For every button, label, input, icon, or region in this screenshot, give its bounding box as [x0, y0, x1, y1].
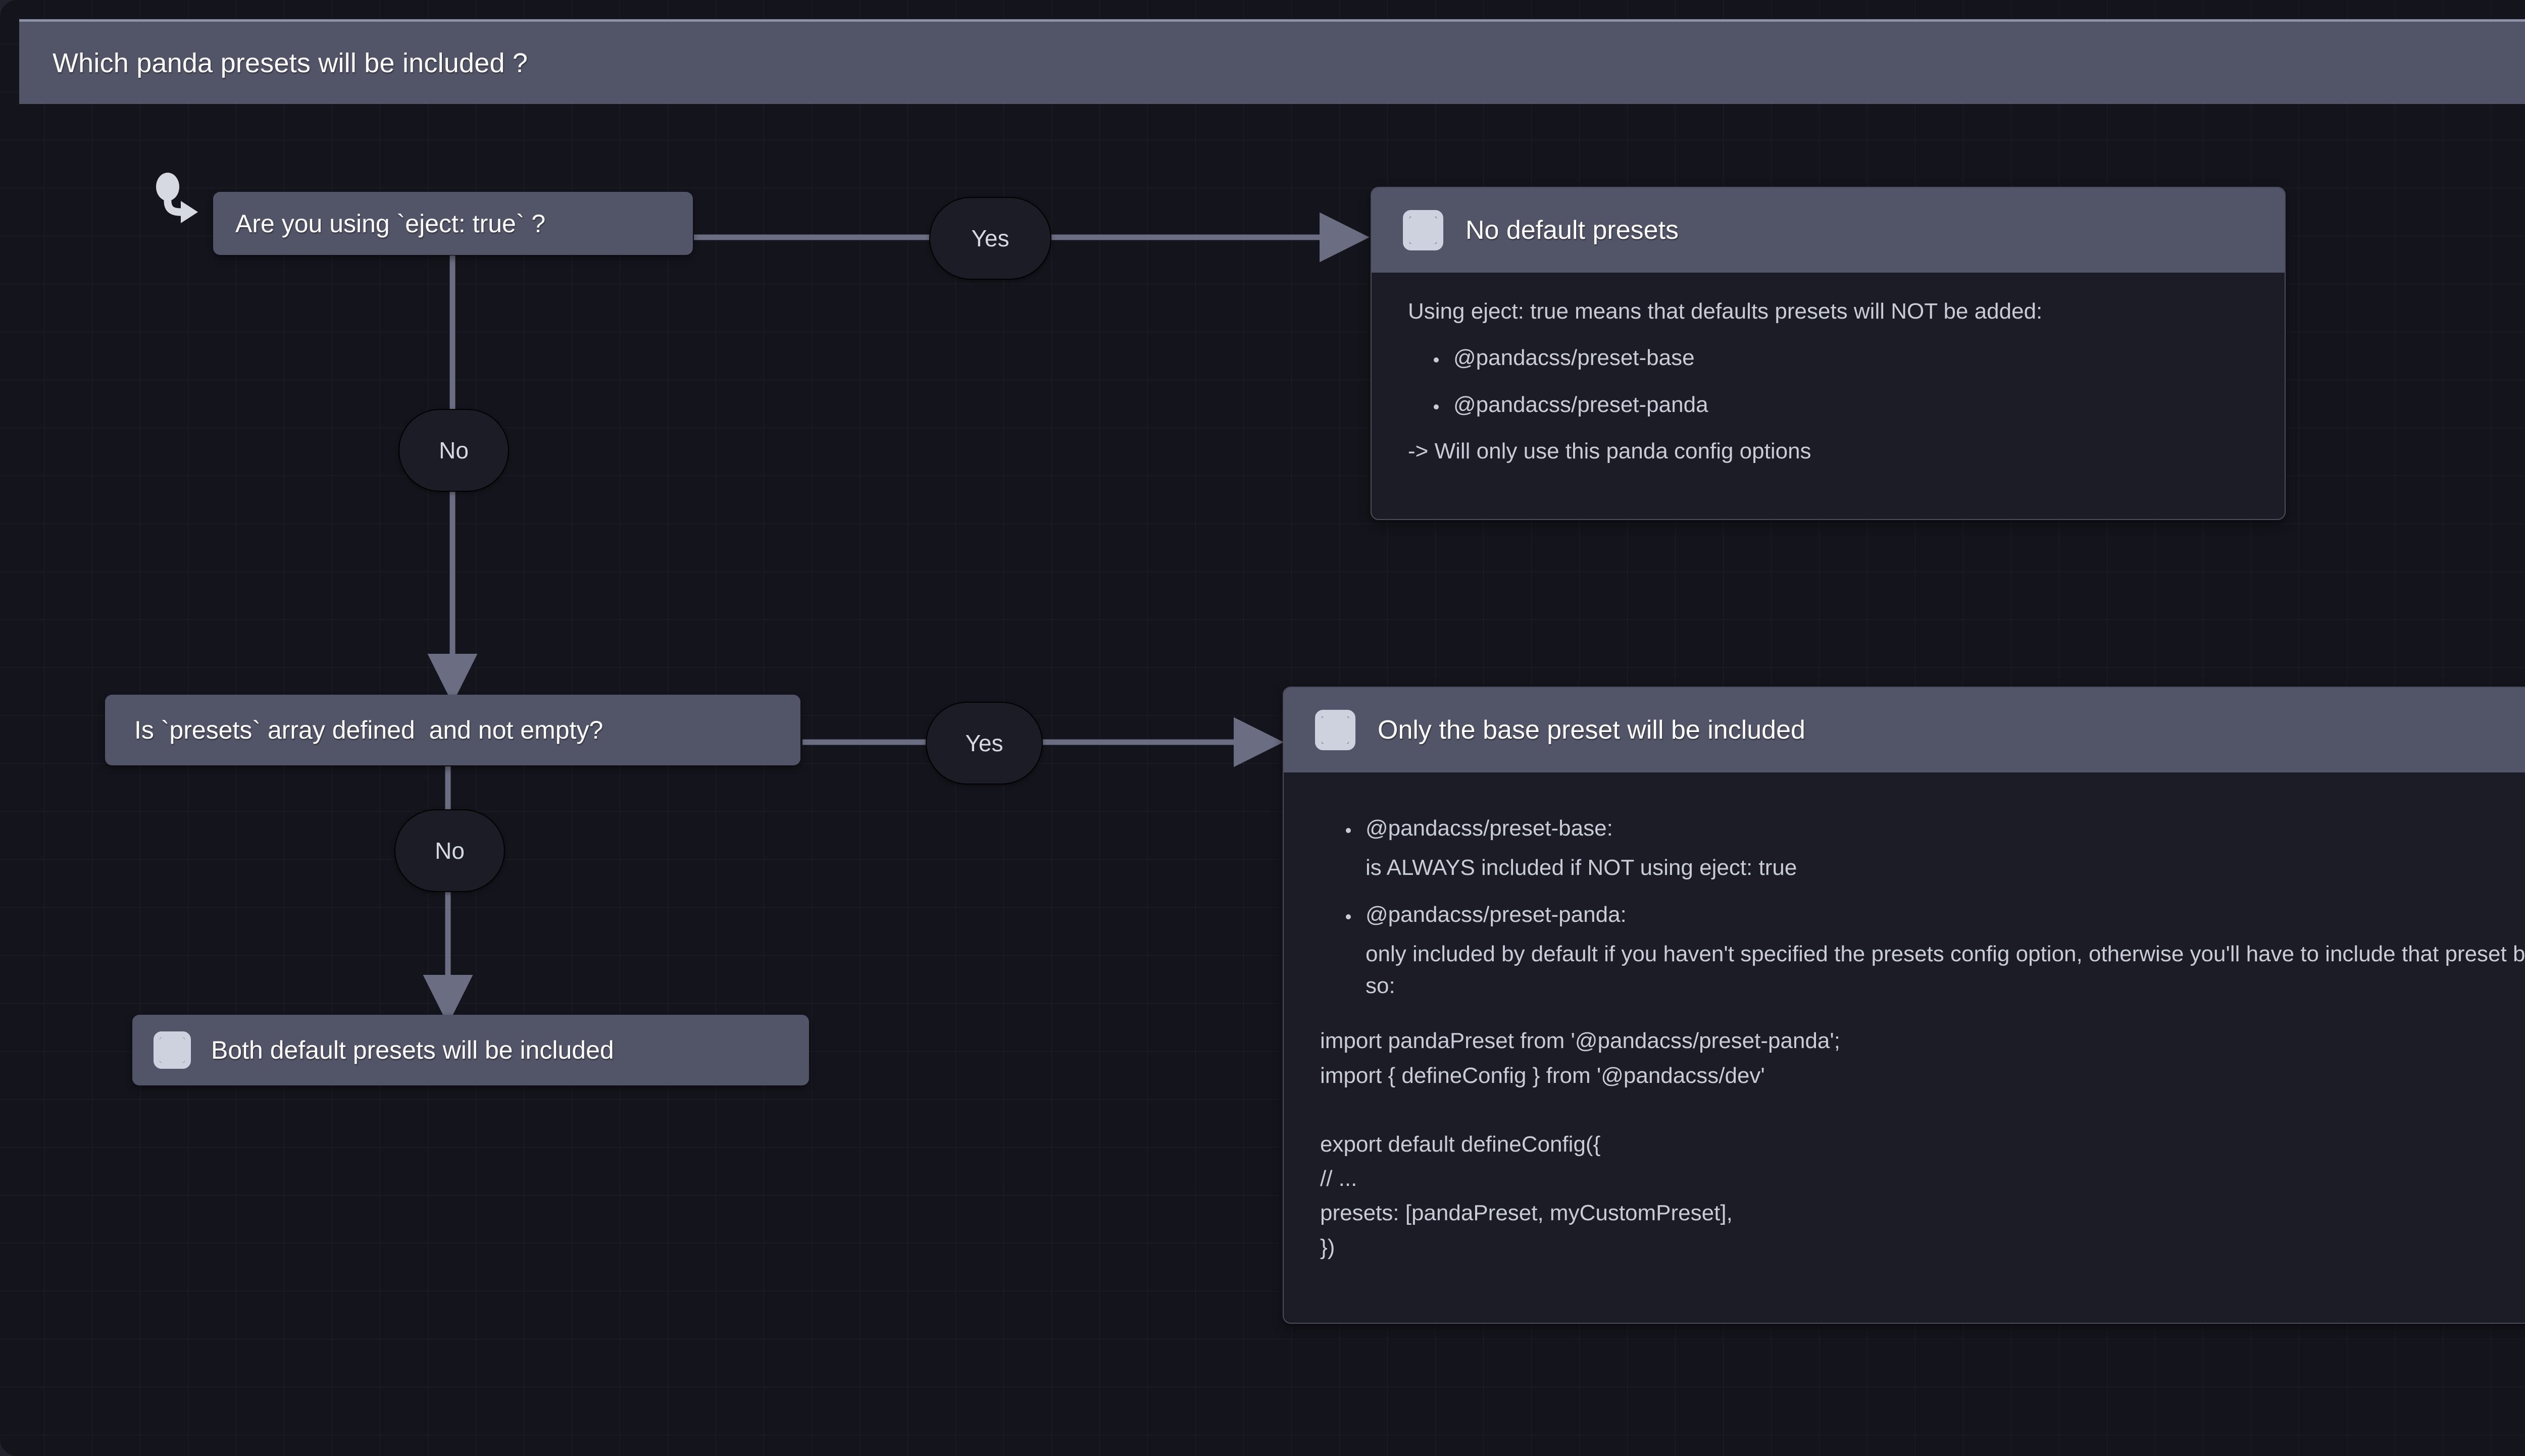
edge-label-yes-presets[interactable]: Yes [926, 702, 1043, 785]
note-icon [1403, 210, 1443, 250]
panel-only-base-preset-title: Only the base preset will be included [1378, 715, 1805, 745]
edge-label-yes-eject[interactable]: Yes [929, 197, 1051, 280]
panel-intro-text: Using eject: true means that defaults pr… [1408, 299, 2043, 324]
decision-node-presets[interactable]: Is `presets` array defined and not empty… [105, 695, 800, 765]
edge-label-no-eject[interactable]: No [398, 409, 509, 492]
code-snippet: import pandaPreset from '@pandacss/prese… [1320, 1028, 1841, 1260]
panel-no-default-presets[interactable]: No default presets Using eject: true mea… [1371, 187, 2286, 520]
decision-node-eject-label: Are you using `eject: true` ? [235, 209, 546, 238]
decision-node-presets-label: Is `presets` array defined and not empty… [134, 716, 603, 744]
list-item-detail: only included by default if you haven't … [1366, 942, 2525, 998]
list-item: @pandacss/preset-panda: only included by… [1359, 899, 2525, 1002]
list-item: @pandacss/preset-panda [1447, 389, 2248, 421]
edge-label-no-presets[interactable]: No [394, 809, 505, 892]
edge-label-yes-eject-text: Yes [971, 225, 1009, 251]
list-item-detail: is ALWAYS included if NOT using eject: t… [1366, 855, 1797, 880]
decision-node-eject[interactable]: Are you using `eject: true` ? [213, 192, 693, 255]
terminal-node-both-label: Both default presets will be included [211, 1036, 614, 1064]
note-icon [154, 1031, 191, 1069]
edge-label-yes-presets-text: Yes [965, 730, 1003, 756]
edge-label-no-eject-text: No [439, 437, 469, 463]
list-item: @pandacss/preset-base [1447, 342, 2248, 374]
diagram-title-bar: Which panda presets will be included ? [19, 19, 2525, 104]
page-title: Which panda presets will be included ? [53, 47, 528, 78]
edge-label-no-presets-text: No [435, 838, 465, 864]
panel-no-default-presets-title: No default presets [1466, 216, 1679, 245]
list-item-term: @pandacss/preset-panda: [1366, 902, 1627, 927]
start-arrow-marker [156, 173, 198, 223]
list-item: @pandacss/preset-base: is ALWAYS include… [1359, 813, 2525, 884]
list-item-term: @pandacss/preset-base: [1366, 816, 1613, 841]
panel-only-base-preset[interactable]: Only the base preset will be included @p… [1283, 687, 2525, 1324]
panel-only-base-preset-header: Only the base preset will be included [1284, 688, 2525, 772]
panel-outro-text: -> Will only use this panda config optio… [1408, 439, 1811, 464]
note-icon [1315, 710, 1355, 750]
terminal-node-both-default-presets[interactable]: Both default presets will be included [132, 1015, 809, 1085]
preset-detail-list: @pandacss/preset-base: is ALWAYS include… [1320, 813, 2525, 1002]
preset-list: @pandacss/preset-base @pandacss/preset-p… [1408, 342, 2248, 421]
panel-no-default-presets-body: Using eject: true means that defaults pr… [1372, 273, 2285, 501]
panel-only-base-preset-body: @pandacss/preset-base: is ALWAYS include… [1284, 772, 2525, 1285]
panel-no-default-presets-header: No default presets [1372, 188, 2285, 273]
